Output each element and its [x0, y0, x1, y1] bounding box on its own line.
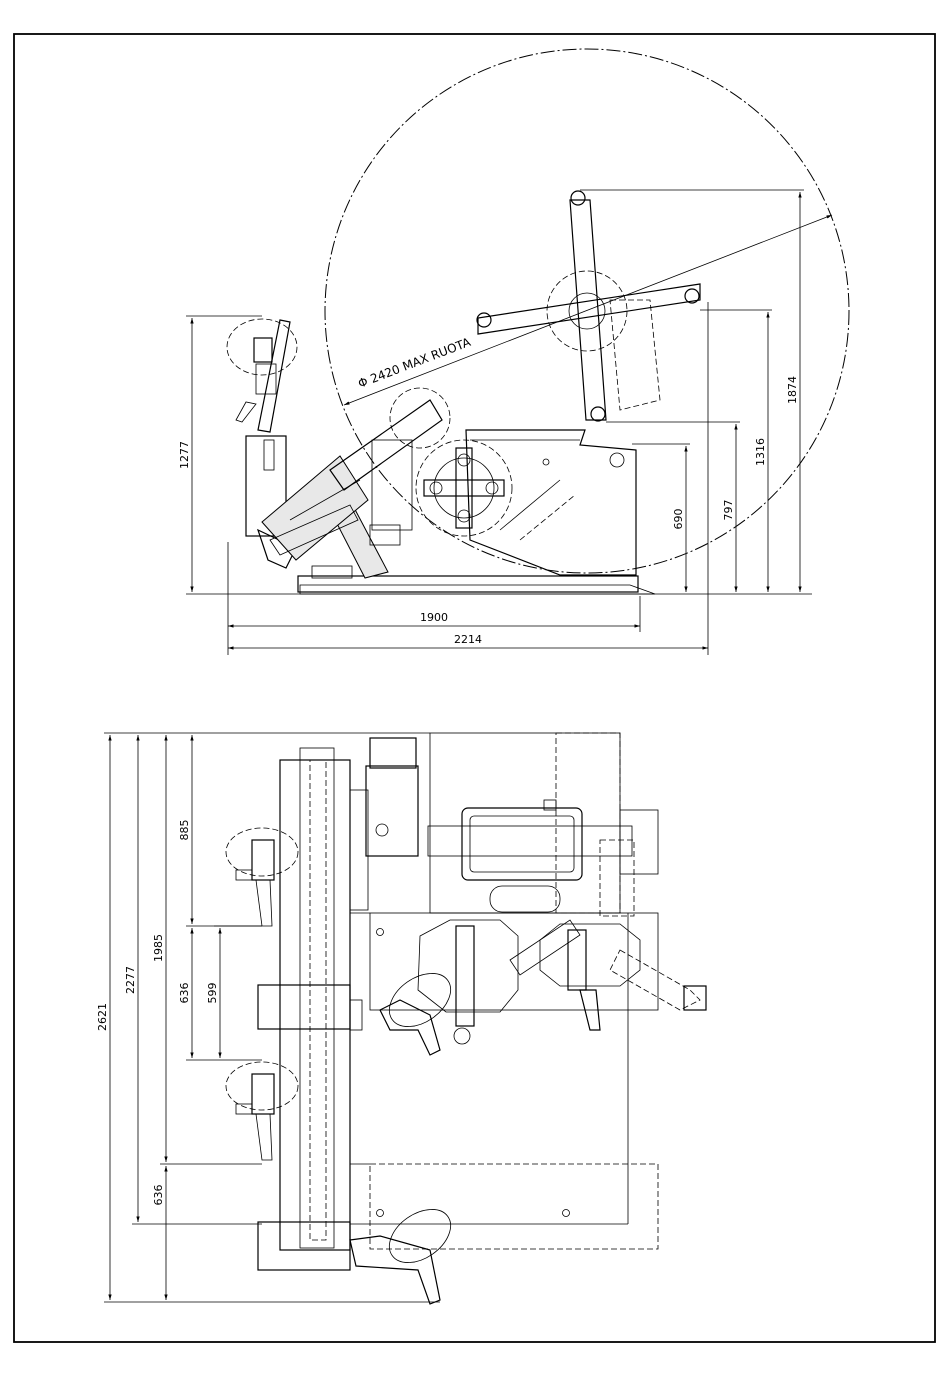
dim-height-1316: 1316 [754, 438, 767, 466]
tool-head-lower [226, 1062, 298, 1160]
column-rail [258, 748, 368, 1270]
turntable-body [466, 430, 636, 575]
dim-599: 599 [206, 983, 219, 1004]
motor-block [366, 738, 418, 856]
drawing-frame [14, 34, 935, 1342]
dim-885: 885 [178, 820, 191, 841]
top-view: 2621 2277 1985 885 636 599 636 [96, 733, 706, 1304]
top-view-frame [350, 733, 658, 1249]
chuck-top-rear [540, 924, 706, 1030]
dim-height-797: 797 [722, 500, 735, 521]
max-wheel-circle [325, 49, 849, 573]
wheel-profile-upper [380, 962, 461, 1055]
tool-head-upper [226, 828, 298, 926]
dim-width-1900: 1900 [420, 611, 448, 624]
side-view: Φ 2420 MAX RUOTA [178, 49, 849, 655]
dim-1985: 1985 [152, 934, 165, 962]
dim-2277: 2277 [124, 966, 137, 994]
dim-2621: 2621 [96, 1003, 109, 1031]
dim-636-lower: 636 [152, 1185, 165, 1206]
dim-height-690: 690 [672, 509, 685, 530]
top-view-dimensions: 2621 2277 1985 885 636 599 636 [96, 733, 440, 1302]
diameter-label: Φ 2420 MAX RUOTA [356, 335, 473, 391]
raised-clamp-cross [477, 191, 700, 421]
clamp-slide [428, 800, 658, 916]
chuck-top-front [418, 920, 580, 1044]
dim-height-1874: 1874 [786, 376, 799, 404]
dim-636-upper: 636 [178, 983, 191, 1004]
wheel-profile-lower [350, 1198, 460, 1304]
dim-width-2214: 2214 [454, 633, 482, 646]
dim-height-1277: 1277 [178, 441, 191, 469]
